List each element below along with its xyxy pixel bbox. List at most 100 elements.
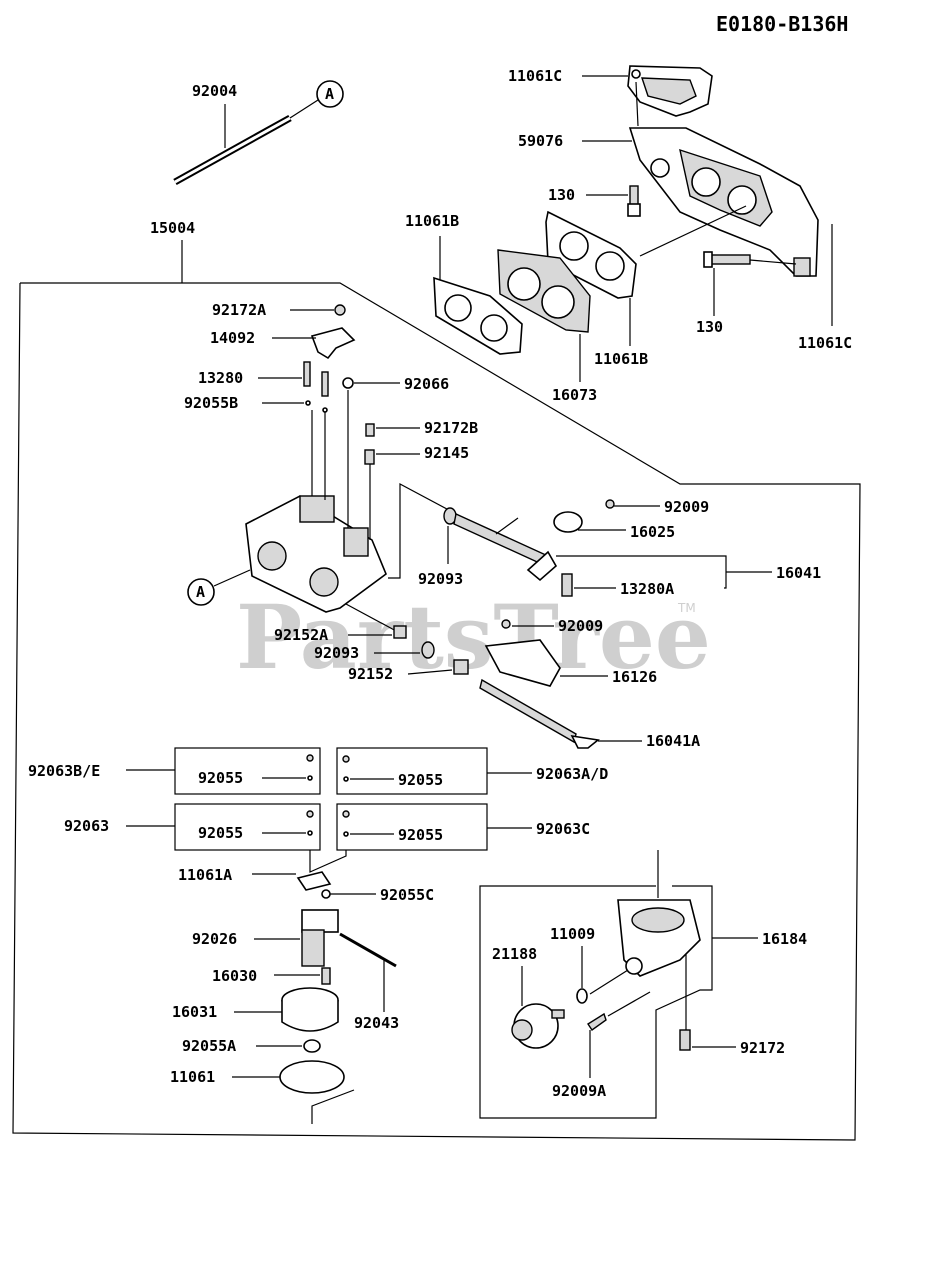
label-92055A[interactable]: 92055A xyxy=(182,1037,236,1055)
label-92063AD[interactable]: 92063A/D xyxy=(536,765,608,783)
label-11061A[interactable]: 11061A xyxy=(178,866,232,884)
label-92055-3[interactable]: 92055 xyxy=(198,824,243,842)
bracket-throttle xyxy=(388,483,461,579)
label-92152A[interactable]: 92152A xyxy=(274,626,328,644)
label-92004[interactable]: 92004 xyxy=(192,82,237,100)
part-92066-oring[interactable] xyxy=(342,377,354,389)
part-59076-intake-manifold[interactable] xyxy=(628,127,819,277)
part-16031-float-bowl[interactable] xyxy=(281,987,339,1032)
part-11061B-gasket-a[interactable] xyxy=(545,210,637,299)
part-16030-needle[interactable] xyxy=(321,967,331,985)
part-92009-screw-b[interactable] xyxy=(501,619,511,629)
label-92066[interactable]: 92066 xyxy=(404,375,449,393)
part-throttle-shaft[interactable] xyxy=(453,512,549,568)
label-92145[interactable]: 92145 xyxy=(424,444,469,462)
label-16126[interactable]: 16126 xyxy=(612,668,657,686)
box-92063 xyxy=(174,803,321,851)
label-92055-1[interactable]: 92055 xyxy=(198,769,243,787)
part-16073-spacer[interactable] xyxy=(497,249,591,333)
part-16126-choke-plate[interactable] xyxy=(484,639,561,687)
label-92009A[interactable]: 92009A xyxy=(552,1082,606,1100)
part-92043-pin[interactable] xyxy=(339,932,397,968)
part-carburetor-body[interactable] xyxy=(245,495,387,613)
label-21188[interactable]: 21188 xyxy=(492,945,537,963)
part-92172A-screw[interactable] xyxy=(334,304,346,316)
part-92055B-oring-2[interactable] xyxy=(322,407,328,413)
label-11061B-b[interactable]: 11061B xyxy=(594,350,648,368)
label-92172A[interactable]: 92172A xyxy=(212,301,266,319)
part-92009A-screw[interactable] xyxy=(587,1012,607,1031)
label-16184[interactable]: 16184 xyxy=(762,930,807,948)
label-16031[interactable]: 16031 xyxy=(172,1003,217,1021)
label-11061[interactable]: 11061 xyxy=(170,1068,215,1086)
part-16025-throttle-valve[interactable] xyxy=(553,511,583,533)
label-16025[interactable]: 16025 xyxy=(630,523,675,541)
part-21188-solenoid[interactable] xyxy=(511,1003,565,1049)
part-92172B-screw[interactable] xyxy=(365,423,375,437)
part-92055C-oring[interactable] xyxy=(321,889,331,899)
label-11061C-right[interactable]: 11061C xyxy=(798,334,852,352)
label-130-a[interactable]: 130 xyxy=(548,186,575,204)
box-92063AD xyxy=(336,747,488,795)
part-13280A-screw[interactable] xyxy=(561,573,573,597)
part-13280-screws[interactable] xyxy=(303,361,329,397)
part-14092-plate[interactable] xyxy=(310,327,356,360)
label-59076[interactable]: 59076 xyxy=(518,132,563,150)
label-92009-b[interactable]: 92009 xyxy=(558,617,603,635)
label-92055C[interactable]: 92055C xyxy=(380,886,434,904)
part-130-bolt-a[interactable] xyxy=(627,185,641,217)
diagram-code: E0180-B136H xyxy=(716,12,848,36)
label-92152[interactable]: 92152 xyxy=(348,665,393,683)
box-92063C xyxy=(336,803,488,851)
label-16041[interactable]: 16041 xyxy=(776,564,821,582)
part-16184-housing[interactable] xyxy=(617,899,701,977)
label-13280A[interactable]: 13280A xyxy=(620,580,674,598)
label-11061C-top[interactable]: 11061C xyxy=(508,67,562,85)
part-11061B-gasket-b[interactable] xyxy=(433,276,523,355)
label-16030[interactable]: 16030 xyxy=(212,967,257,985)
label-92093-a[interactable]: 92093 xyxy=(418,570,463,588)
part-92172-screw[interactable] xyxy=(679,1029,691,1051)
part-92152A-bushing[interactable] xyxy=(393,625,407,639)
label-92026[interactable]: 92026 xyxy=(192,930,237,948)
label-92172B[interactable]: 92172B xyxy=(424,419,478,437)
part-92055B-oring[interactable] xyxy=(305,400,311,406)
label-92172[interactable]: 92172 xyxy=(740,1039,785,1057)
label-13280[interactable]: 13280 xyxy=(198,369,243,387)
label-92043[interactable]: 92043 xyxy=(354,1014,399,1032)
part-throttle-lever[interactable] xyxy=(526,550,558,582)
label-92055-2[interactable]: 92055 xyxy=(398,771,443,789)
part-92026-float[interactable] xyxy=(301,909,339,967)
label-14092[interactable]: 14092 xyxy=(210,329,255,347)
part-92004-stud[interactable] xyxy=(173,99,319,186)
label-92055B[interactable]: 92055B xyxy=(184,394,238,412)
part-11061C-gasket-top[interactable] xyxy=(627,65,713,117)
part-16041A-choke-shaft[interactable] xyxy=(479,678,600,749)
label-11061B-a[interactable]: 11061B xyxy=(405,212,459,230)
callout-a-top xyxy=(316,80,344,108)
part-92145-spring[interactable] xyxy=(364,449,375,465)
label-92063[interactable]: 92063 xyxy=(64,817,109,835)
part-130-bolt-b[interactable] xyxy=(703,251,751,268)
part-92093-bushing-b[interactable] xyxy=(421,641,435,659)
label-11009[interactable]: 11009 xyxy=(550,925,595,943)
callout-a-body xyxy=(187,578,215,606)
label-92093-b[interactable]: 92093 xyxy=(314,644,359,662)
label-92055-4[interactable]: 92055 xyxy=(398,826,443,844)
part-92009-screw-a[interactable] xyxy=(605,499,615,509)
label-16041A[interactable]: 16041A xyxy=(646,732,700,750)
part-11061A-gasket[interactable] xyxy=(296,871,332,891)
part-11061-oring[interactable] xyxy=(279,1060,345,1094)
part-92152-bushing[interactable] xyxy=(453,659,469,675)
leader-bowl-bottom xyxy=(311,1089,355,1124)
label-130-b[interactable]: 130 xyxy=(696,318,723,336)
label-92009-a[interactable]: 92009 xyxy=(664,498,709,516)
label-92063C[interactable]: 92063C xyxy=(536,820,590,838)
part-92055A-oring[interactable] xyxy=(303,1039,321,1053)
label-92063BE[interactable]: 92063B/E xyxy=(28,762,100,780)
label-15004[interactable]: 15004 xyxy=(150,219,195,237)
label-16073[interactable]: 16073 xyxy=(552,386,597,404)
callout-a-body-letter: A xyxy=(196,583,205,601)
part-11009-gasket[interactable] xyxy=(576,988,588,1004)
